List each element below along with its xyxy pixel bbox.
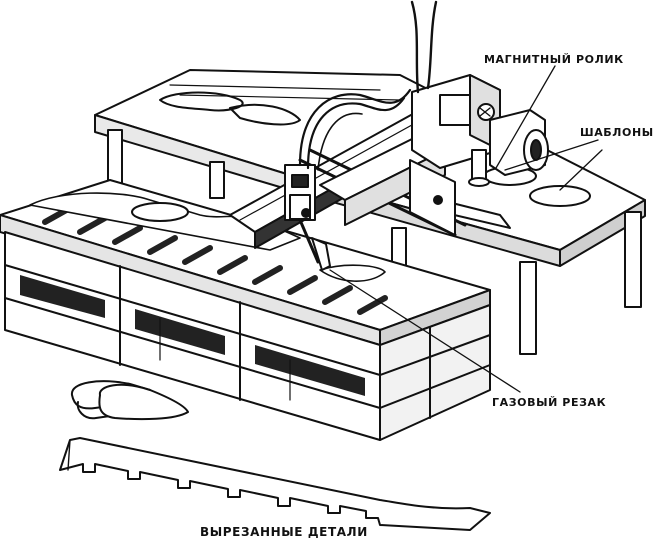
- leader-lines: [329, 65, 603, 393]
- cutter-carriage: [229, 88, 467, 271]
- label-templates: ШАБЛОНЫ: [580, 126, 654, 139]
- label-gas-cutter: ГАЗОВЫЙ РЕЗАК: [492, 396, 607, 409]
- label-cut-parts: ВЫРЕЗАННЫЕ ДЕТАЛИ: [200, 525, 368, 539]
- cut-parts: [59, 380, 491, 531]
- label-magnetic-roller: МАГНИТНЫЙ РОЛИК: [484, 53, 624, 66]
- magnetic-roller-head: [410, 0, 549, 187]
- cutting-table: [0, 179, 491, 441]
